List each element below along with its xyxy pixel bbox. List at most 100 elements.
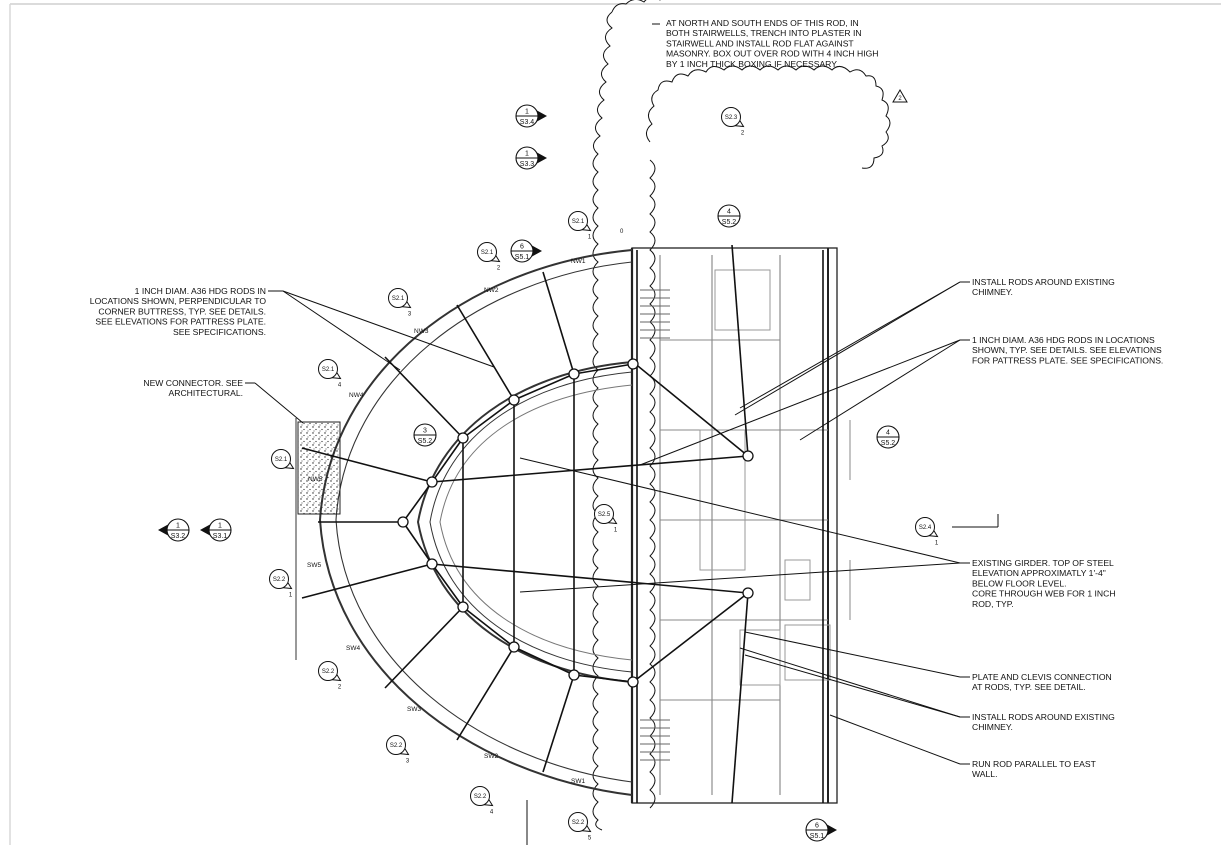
section-marker-sheet: S3.2 bbox=[171, 533, 186, 540]
detail-tag-number: 1 bbox=[614, 528, 618, 534]
detail-tag: S2.1 3 bbox=[388, 288, 412, 318]
svg-text:2: 2 bbox=[898, 96, 902, 102]
detail-tag-number: 3 bbox=[408, 312, 412, 318]
note-line: 1 INCH DIAM. A36 HDG RODS IN LOCATIONS bbox=[972, 335, 1155, 345]
note-line: WALL. bbox=[972, 769, 997, 779]
note-line: CORNER BUTTRESS, TYP. SEE DETAILS. bbox=[98, 306, 266, 316]
detail-tag: S2.14 bbox=[318, 359, 342, 389]
detail-tag-sheet: S2.2 bbox=[474, 794, 487, 800]
section-marker-number: 4 bbox=[727, 209, 731, 216]
note-line: LOCATIONS SHOWN, PERPENDICULAR TO bbox=[90, 296, 267, 306]
section-marker-number: 3 bbox=[423, 428, 427, 435]
wall-label-nw1: NW1 bbox=[571, 258, 586, 265]
detail-tag-number: 2 bbox=[497, 266, 501, 272]
detail-tag: S2.2 2 bbox=[318, 661, 342, 691]
revision-cloud bbox=[592, 0, 891, 831]
note-line: CHIMNEY. bbox=[972, 722, 1013, 732]
section-marker-sheet: S5.1 bbox=[810, 833, 825, 840]
note-line: 1 INCH DIAM. A36 HDG RODS IN bbox=[135, 286, 266, 296]
note-line: BY 1 INCH THICK BOXING IF NECESSARY. bbox=[666, 59, 838, 69]
detail-tag-number: 1 bbox=[289, 593, 293, 599]
section-marker-number: 1 bbox=[525, 109, 529, 116]
detail-tag-sheet: S2.2 bbox=[322, 669, 335, 675]
note-line: AT NORTH AND SOUTH ENDS OF THIS ROD, IN bbox=[666, 18, 859, 28]
curved-bay-walls bbox=[295, 249, 633, 796]
detail-tag-sheet: S2.4 bbox=[919, 525, 932, 531]
wall-label-sw4: SW4 bbox=[346, 645, 360, 652]
detail-tag-sheet: S2.1 bbox=[322, 367, 335, 373]
building-plan bbox=[630, 247, 851, 804]
detail-tag: S2.1 2 bbox=[477, 242, 501, 272]
section-marker-number: 1 bbox=[525, 151, 529, 158]
section-marker-sheet: S3.3 bbox=[520, 161, 535, 168]
note-line: ELEVATION APPROXIMATLY 1'-4" bbox=[972, 568, 1106, 578]
wall-label-sw2: SW2 bbox=[484, 753, 498, 760]
section-marker: 1S3.3 bbox=[515, 146, 547, 170]
section-marker-number: 6 bbox=[520, 244, 524, 251]
detail-tag-sheet: S2.1 bbox=[481, 250, 494, 256]
detail-tag-sheet: S2.2 bbox=[572, 820, 585, 826]
section-marker-sheet: S5.1 bbox=[515, 254, 530, 261]
detail-tag-sheet: S2.2 bbox=[390, 743, 403, 749]
detail-tag-number: 1 bbox=[935, 541, 939, 547]
note-line: RUN ROD PARALLEL TO EAST bbox=[972, 759, 1097, 769]
section-marker: 3S5.2 bbox=[413, 423, 437, 447]
section-marker: 1S3.4 bbox=[515, 104, 547, 128]
note-line: BELOW FLOOR LEVEL. bbox=[972, 578, 1067, 588]
section-marker-sheet: S5.2 bbox=[722, 219, 737, 226]
section-marker: 1S3.1 bbox=[200, 518, 232, 542]
wall-label-sw1: SW1 bbox=[571, 778, 585, 785]
detail-tag: S2.2 4 bbox=[470, 786, 494, 816]
note-line: EXISTING GIRDER. TOP OF STEEL bbox=[972, 558, 1114, 568]
detail-tag-sheet: S2.1 bbox=[275, 457, 288, 463]
note-line: CORE THROUGH WEB FOR 1 INCH bbox=[972, 589, 1116, 599]
detail-tag-number: 2 bbox=[338, 685, 342, 691]
note-line: ROD, TYP. bbox=[972, 599, 1014, 609]
note-line: ARCHITECTURAL. bbox=[169, 388, 244, 398]
wall-label-nw5: NW5 bbox=[308, 476, 323, 483]
revision-delta: 2 bbox=[892, 89, 908, 103]
section-marker: 4S5.2 bbox=[876, 425, 900, 449]
note-line: SEE ELEVATIONS FOR PATTRESS PLATE. bbox=[95, 317, 266, 327]
note-line: SHOWN, TYP. SEE DETAILS. SEE ELEVATIONS bbox=[972, 345, 1162, 355]
section-marker-number: 1 bbox=[176, 523, 180, 530]
detail-tag-number: 3 bbox=[406, 759, 410, 765]
detail-tag: S2.21 bbox=[269, 569, 293, 599]
note-line: CHIMNEY. bbox=[972, 287, 1013, 297]
wall-label-nw2: NW2 bbox=[484, 287, 499, 294]
note-line: SEE SPECIFICATIONS. bbox=[173, 327, 266, 337]
tie-rods bbox=[301, 244, 824, 804]
section-marker: 1S3.2 bbox=[158, 518, 190, 542]
section-marker-sheet: S3.4 bbox=[520, 119, 535, 126]
note-line: FOR PATTRESS PLATE. SEE SPECIFICATIONS. bbox=[972, 355, 1163, 365]
note-line: NEW CONNECTOR. SEE bbox=[143, 378, 243, 388]
detail-tag: S2.11 bbox=[568, 211, 592, 241]
wall-label-nw3: NW3 bbox=[414, 328, 429, 335]
note-line: MASONRY. BOX OUT OVER ROD WITH 4 INCH HI… bbox=[666, 49, 879, 59]
detail-tag-number: 4 bbox=[490, 810, 494, 816]
leader-lines bbox=[245, 23, 999, 845]
wall-label-sw3: SW3 bbox=[407, 706, 421, 713]
detail-tag-sheet: S2.1 bbox=[572, 219, 585, 225]
section-marker-sheet: S5.2 bbox=[418, 438, 433, 445]
rod-nodes bbox=[397, 358, 754, 688]
detail-tag-number: 5 bbox=[588, 836, 592, 842]
note-line: BOTH STAIRWELLS, TRENCH INTO PLASTER IN bbox=[666, 28, 862, 38]
section-marker-number: 1 bbox=[218, 523, 222, 530]
detail-tag-sheet: S2.5 bbox=[598, 512, 611, 518]
section-marker-number: 4 bbox=[886, 430, 890, 437]
note-line: INSTALL RODS AROUND EXISTING bbox=[972, 277, 1115, 287]
section-marker: 6S5.1 bbox=[805, 818, 837, 842]
section-marker: 4S5.2 bbox=[717, 204, 741, 228]
wall-label-nw4: NW4 bbox=[349, 392, 364, 399]
detail-tag: S2.5 1 bbox=[594, 504, 618, 534]
detail-tag-sheet: S2.3 bbox=[725, 115, 738, 121]
detail-tag-sheet: S2.1 bbox=[392, 296, 405, 302]
note-line: AT RODS, TYP. SEE DETAIL. bbox=[972, 682, 1086, 692]
